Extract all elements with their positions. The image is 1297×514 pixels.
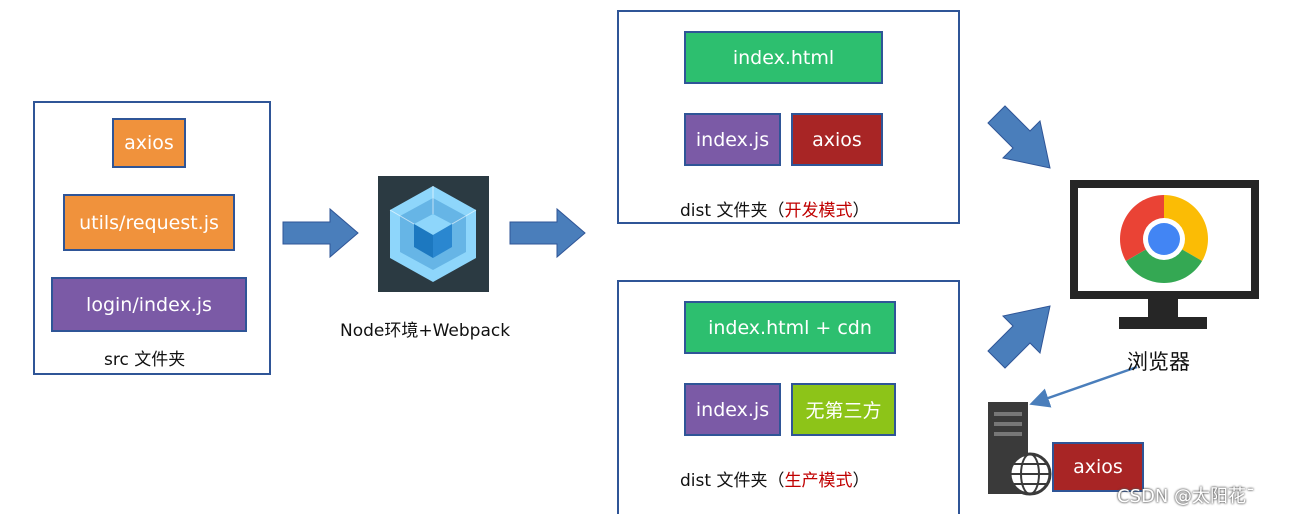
- src-login-node: login/index.js: [51, 277, 247, 332]
- dist-dev-caption: dist 文件夹（开发模式）: [680, 196, 869, 221]
- arrow-webpack-to-dist: [509, 207, 586, 259]
- dist-dev-caption-suffix: ）: [852, 201, 870, 221]
- dev-axios-node: axios: [791, 113, 883, 166]
- arrow-dev-to-browser: [987, 105, 1051, 169]
- server-globe-icon: [988, 402, 1052, 496]
- arrow-server-to-browser: [1029, 365, 1138, 408]
- cdn-axios-node: axios: [1052, 442, 1144, 492]
- browser-caption: 浏览器: [1127, 350, 1190, 374]
- dev-index-html-node: index.html: [684, 31, 883, 84]
- dist-dev-caption-prefix: dist 文件夹（: [680, 201, 785, 221]
- dist-dev-mode: 开发模式: [784, 201, 853, 221]
- prod-index-js-node: index.js: [684, 383, 781, 436]
- prod-third-party-node: 无第三方: [791, 383, 896, 436]
- chrome-icon: [1120, 195, 1208, 283]
- dist-prod-caption-suffix: ）: [852, 471, 870, 491]
- src-folder-caption: src 文件夹: [104, 350, 186, 370]
- arrow-prod-to-browser: [987, 305, 1051, 369]
- webpack-logo-icon: [378, 176, 489, 292]
- arrow-src-to-webpack: [282, 207, 359, 259]
- csdn-watermark: CSDN @太阳花ˉ: [1117, 486, 1256, 507]
- dist-prod-mode: 生产模式: [784, 471, 853, 491]
- prod-index-html-node: index.html + cdn: [684, 301, 896, 354]
- dev-index-js-node: index.js: [684, 113, 781, 166]
- dist-prod-caption-prefix: dist 文件夹（: [680, 471, 785, 491]
- src-request-node: utils/request.js: [63, 194, 235, 251]
- src-axios-node: axios: [112, 118, 186, 168]
- dist-prod-caption: dist 文件夹（生产模式）: [680, 466, 869, 491]
- webpack-caption: Node环境+Webpack: [340, 321, 511, 341]
